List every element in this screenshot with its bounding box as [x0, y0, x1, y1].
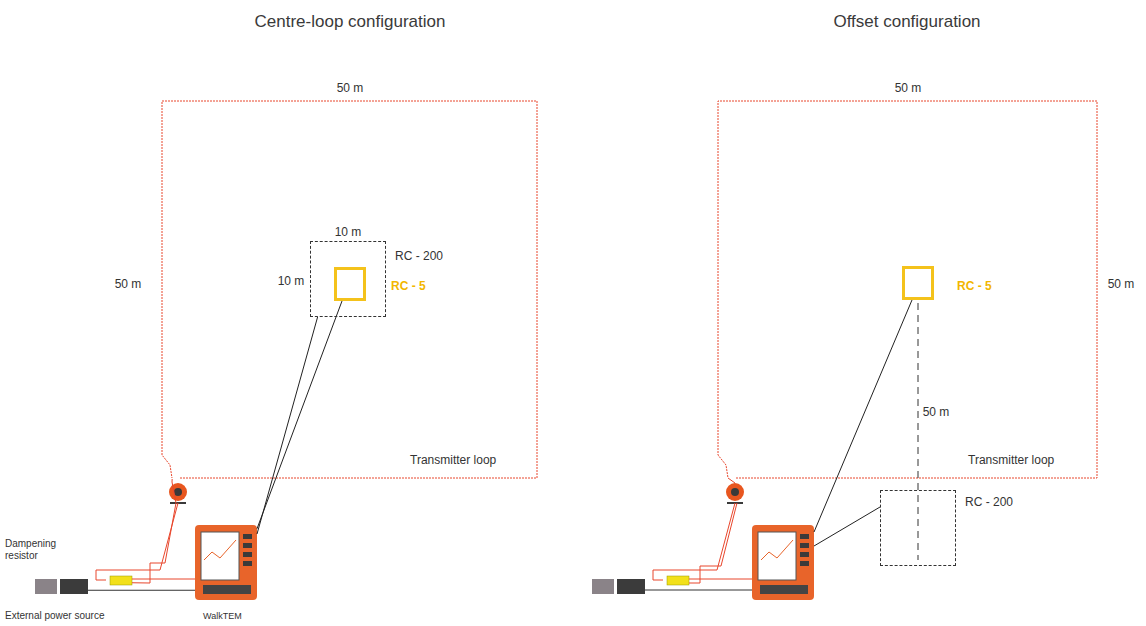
node-label: Transmitter loop	[410, 453, 496, 467]
cable	[88, 590, 195, 591]
battery	[60, 579, 88, 594]
node-label: RC - 200	[965, 495, 1013, 509]
receiver-cable	[814, 300, 912, 532]
red-wire	[728, 478, 735, 483]
node-label: Transmitter loop	[968, 453, 1054, 467]
dimension-label: 10 m	[278, 274, 305, 288]
dimension-label: 10 m	[335, 225, 362, 239]
node-label: RC - 5	[957, 279, 992, 293]
cable	[132, 479, 176, 583]
node-label: WalkTEM	[203, 611, 242, 622]
transmitter-loop: Transmitter loop RC - 5	[718, 101, 1098, 479]
receiver-coil-rc200: RC - 200RC - 5	[310, 241, 386, 317]
offset-line	[918, 303, 919, 560]
transmitter-loop: Transmitter loopRC - 200RC - 5	[162, 101, 538, 479]
power-cable	[645, 590, 752, 591]
dimension-label: 50 m	[895, 81, 922, 95]
dimension-label: 50 m	[337, 81, 364, 95]
section-title: Offset configuration	[833, 12, 980, 32]
red-wire	[689, 579, 752, 580]
cable	[257, 301, 342, 529]
receiver-cable	[814, 507, 880, 546]
receiver-coil-rc5: RC - 5	[334, 267, 366, 301]
node-label: External power source	[5, 610, 105, 622]
dampening-resistor: Dampening resistor	[110, 576, 132, 585]
red-wire	[689, 503, 737, 583]
cable-reel	[169, 483, 187, 503]
external-power-source: External power source	[35, 579, 88, 594]
battery	[35, 579, 57, 594]
node-label: RC - 5	[391, 279, 426, 293]
receiver-coil-rc200: RC - 200	[880, 490, 956, 566]
resistor-symbol	[667, 576, 689, 585]
loop-wire	[718, 101, 1097, 478]
node-label: RC - 200	[395, 249, 443, 263]
node-label: Dampening resistor	[5, 538, 67, 562]
red-wire	[132, 579, 195, 580]
section-title: Centre-loop configuration	[255, 12, 446, 32]
dimension-label: 50 m	[923, 405, 950, 419]
walktem-device	[195, 525, 257, 600]
cable-reel	[726, 483, 744, 503]
battery	[617, 579, 645, 594]
dimension-label: 50 m	[1108, 277, 1135, 291]
battery	[592, 579, 614, 594]
walktem-unit: WalkTEM	[195, 525, 257, 600]
red-wire	[96, 503, 178, 580]
walktem-device	[752, 525, 814, 600]
red-wire	[653, 503, 735, 580]
receiver-coil-rc5: RC - 5	[902, 266, 934, 300]
resistor-symbol	[110, 576, 132, 585]
dimension-label: 50 m	[115, 277, 142, 291]
cable	[257, 317, 318, 534]
loop-wire	[162, 101, 537, 478]
